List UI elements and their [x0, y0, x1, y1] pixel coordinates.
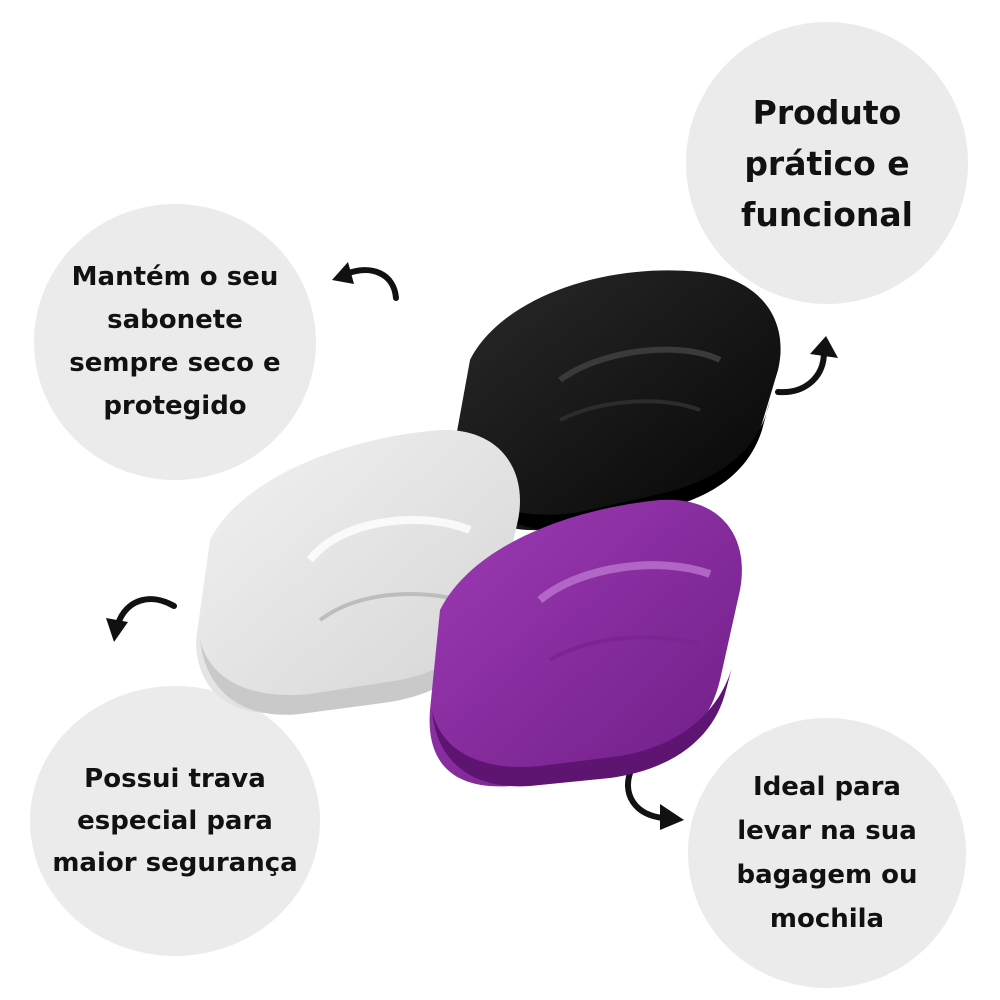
feature-text-dry: Mantém o seu sabonete sempre seco e prot…	[69, 262, 281, 421]
curved-arrow-icon	[106, 596, 177, 642]
feature-bubble-lock: Possui trava especial para maior seguran…	[30, 686, 320, 956]
feature-text-lock: Possui trava especial para maior seguran…	[52, 764, 298, 878]
curved-arrow-icon	[332, 262, 399, 301]
black-soap-case	[450, 270, 781, 531]
curved-arrow-icon	[775, 336, 838, 396]
curved-arrow-icon	[625, 765, 684, 830]
feature-bubble-practical: Produto prático e funcional	[686, 22, 968, 304]
feature-text-travel: Ideal para levar na sua bagagem ou mochi…	[736, 772, 918, 934]
feature-text-practical: Produto prático e funcional	[741, 92, 913, 234]
feature-bubble-travel: Ideal para levar na sua bagagem ou mochi…	[688, 718, 966, 988]
purple-soap-case	[429, 499, 742, 787]
feature-bubble-dry: Mantém o seu sabonete sempre seco e prot…	[34, 204, 316, 480]
